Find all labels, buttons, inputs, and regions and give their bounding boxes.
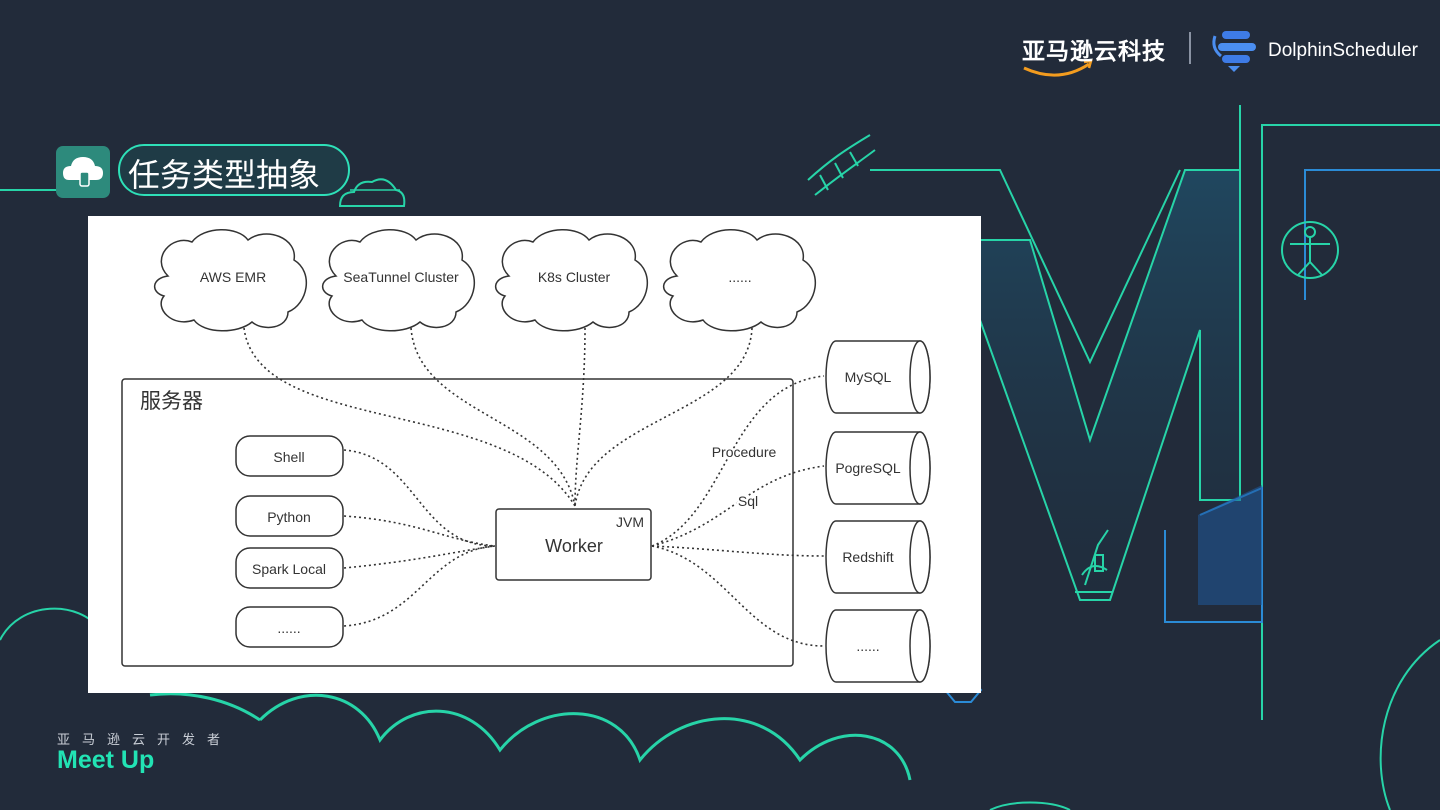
connector-python — [343, 515, 496, 547]
connector-shell — [343, 449, 496, 547]
db-mysql — [825, 340, 931, 414]
title-pill — [118, 144, 350, 196]
footer-cn-text: 亚马逊云开发者 — [57, 733, 233, 748]
db-label-more: ...... — [856, 638, 879, 654]
connector-spark — [343, 545, 496, 569]
task-spark-local — [235, 547, 344, 589]
slide-title: 任务类型抽象 — [128, 156, 321, 194]
connector-more-db — [651, 545, 825, 647]
m-right-line — [1261, 124, 1440, 720]
connector-k8s — [574, 327, 586, 507]
dolphinscheduler-logo-icon — [1212, 31, 1256, 72]
dolphinscheduler-logo-text: DolphinScheduler — [1268, 40, 1418, 61]
connector-pogresql — [651, 465, 825, 547]
task-label-spark-local: Spark Local — [252, 561, 326, 577]
server-label: 服务器 — [140, 389, 203, 413]
db-label-redshift: Redshift — [842, 549, 893, 565]
cloud-label-aws-emr: AWS EMR — [200, 269, 266, 285]
cloud-label-more: ...... — [728, 269, 751, 285]
connector-emr — [243, 327, 576, 507]
procedure-label: Procedure — [712, 444, 777, 460]
microscope-icon — [1075, 529, 1112, 593]
task-label-more: ...... — [277, 620, 300, 636]
server-box — [121, 378, 794, 667]
connector-mysql — [651, 375, 825, 547]
aws-logo-text: 亚马逊云科技 — [1022, 39, 1166, 65]
worker-box — [495, 508, 652, 581]
cloud-aws-emr — [154, 229, 308, 332]
sql-label: Sql — [738, 493, 758, 509]
footer-meetup-text: Meet Up — [57, 746, 155, 774]
cloud-seatunnel — [322, 229, 476, 332]
small-cloud-icon — [338, 178, 406, 207]
cloud-device-icon — [56, 146, 110, 198]
blue-fill — [1198, 485, 1262, 605]
worker-label: Worker — [545, 536, 603, 556]
task-more — [235, 606, 344, 648]
db-redshift — [825, 520, 931, 594]
logo-separator — [1189, 32, 1191, 64]
db-label-pogresql: PogreSQL — [835, 460, 901, 476]
aws-smile-icon — [1023, 62, 1090, 77]
blue-line — [1304, 169, 1440, 300]
task-label-python: Python — [267, 509, 311, 525]
db-label-mysql: MySQL — [845, 369, 892, 385]
cloud-label-k8s: K8s Cluster — [538, 269, 611, 285]
task-label-shell: Shell — [273, 449, 304, 465]
cloud-label-seatunnel: SeaTunnel Cluster — [343, 269, 459, 285]
db-pogresql — [825, 431, 931, 505]
task-shell — [235, 435, 344, 477]
bottom-cloud-wave — [258, 693, 912, 781]
connector-redshift — [651, 545, 825, 557]
architecture-diagram: 服务器 AWS EMR SeaTunnel Cluster K8s Cluste… — [121, 229, 931, 683]
cloud-more — [663, 229, 817, 332]
connector-seatunnel — [410, 327, 576, 507]
jvm-label: JVM — [616, 514, 644, 530]
db-more — [825, 609, 931, 683]
vitruvian-icon — [1281, 221, 1339, 279]
connector-more-cloud — [574, 327, 753, 507]
task-python — [235, 495, 344, 537]
diagram-panel: 服务器 AWS EMR SeaTunnel Cluster K8s Cluste… — [88, 216, 981, 693]
m-letter-shape — [979, 169, 1241, 601]
m-outline-line — [870, 169, 1181, 365]
cloud-k8s — [495, 229, 649, 332]
dna-icon — [807, 134, 876, 196]
